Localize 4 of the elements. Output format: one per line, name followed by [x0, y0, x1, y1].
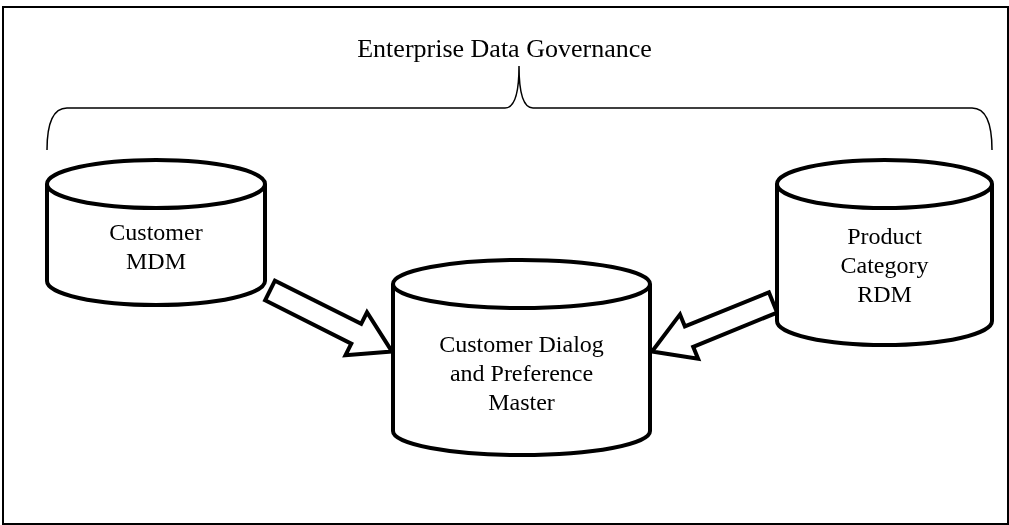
title: Enterprise Data Governance [357, 34, 652, 64]
node-label: Customer Dialog and Preference Master [438, 330, 605, 417]
node-label: Product Category RDM [839, 222, 930, 309]
node-label: Customer MDM [108, 218, 204, 276]
